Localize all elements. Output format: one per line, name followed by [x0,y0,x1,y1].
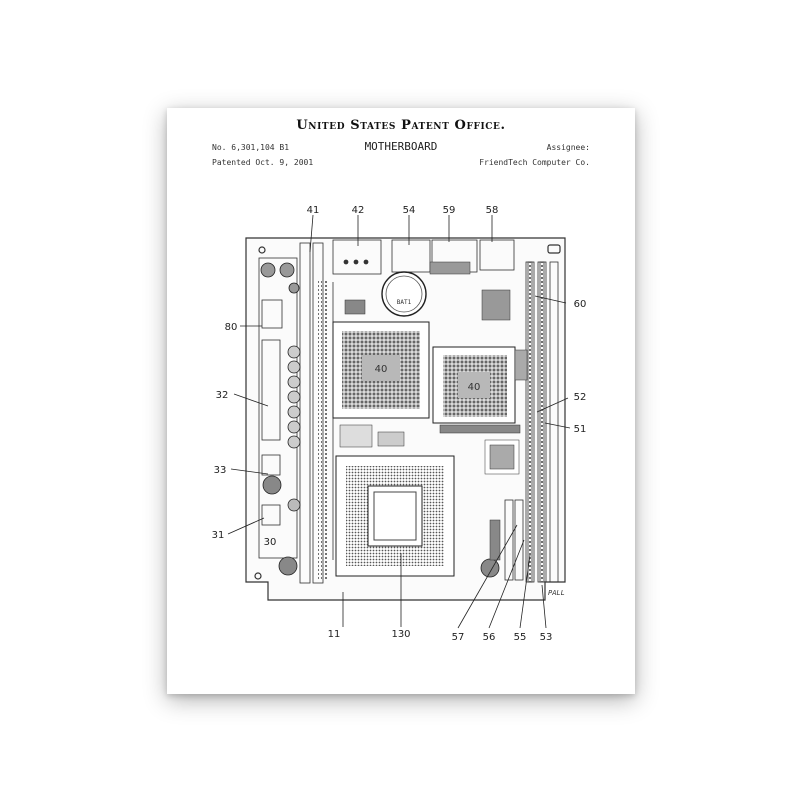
callouts: 41 42 54 59 58 60 80 32 52 51 33 31 30 1… [212,205,587,643]
callout-59: 59 [443,205,456,216]
callout-42: 42 [352,205,365,216]
callout-56: 56 [483,632,496,643]
patent-subject: MOTHERBOARD [364,140,438,153]
callout-58: 58 [486,205,499,216]
office-title: United States Patent Office. [296,118,506,133]
leader-lines [227,214,571,629]
components [339,261,528,561]
battery: BAT1 [381,271,427,317]
callout-53: 53 [540,632,553,643]
right-slots [504,261,559,583]
callout-52: 52 [574,392,587,403]
chip-a-label: 40 [375,364,388,375]
callout-33: 33 [214,465,227,476]
patent-number: No. 6,301,104 B1 [212,143,290,152]
callout-54: 54 [403,205,416,216]
edge-label: PALL [548,589,565,597]
pin-rows [318,280,329,580]
chip-b-label: 40 [468,382,481,393]
callout-30: 30 [264,537,277,548]
callout-55: 55 [514,632,527,643]
left-capacitors [260,262,500,578]
callout-11: 11 [328,629,341,640]
callout-57: 57 [452,632,465,643]
callout-51: 51 [574,424,587,435]
assignee-name: FriendTech Computer Co. [479,158,590,167]
callout-80: 80 [225,322,238,333]
callout-41: 41 [307,205,320,216]
patent-date: Patented Oct. 9, 2001 [212,158,314,167]
callout-60: 60 [574,299,587,310]
battery-label: BAT1 [397,299,412,306]
socket-130 [335,455,455,577]
assignee-label: Assignee: [546,143,590,152]
chip-b: 40 [432,346,516,424]
callout-130: 130 [391,629,410,640]
chip-a: 40 [332,321,430,419]
callout-32: 32 [216,390,229,401]
callout-31: 31 [212,530,225,541]
